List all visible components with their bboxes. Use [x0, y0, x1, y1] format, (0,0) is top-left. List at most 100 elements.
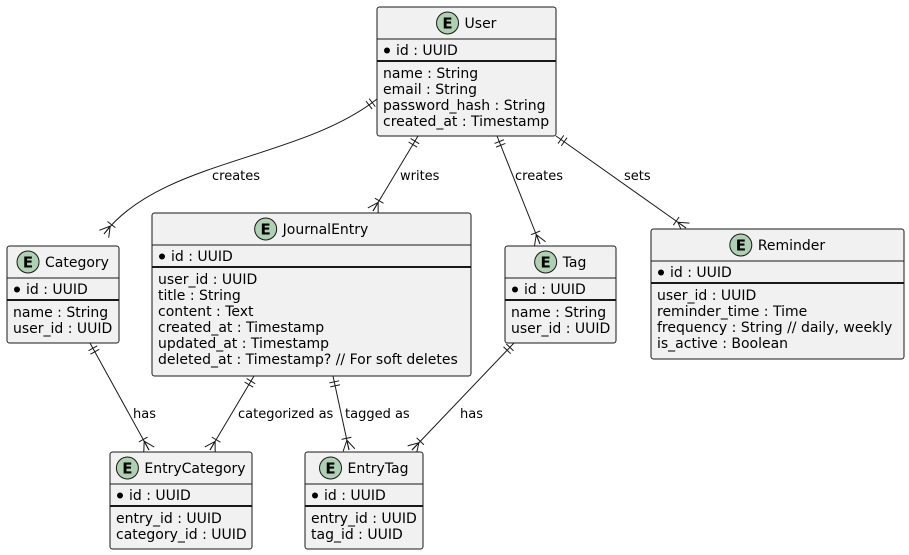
cardinality-exactly-one-icon	[408, 138, 420, 148]
relationship-labels: creates writes creates sets has categorized a…	[133, 169, 651, 422]
entity-reminder: E Reminder id : UUID user_id : UUIDreminder…	[650, 228, 905, 360]
relationship-label: writes	[400, 169, 440, 184]
cardinality-one-or-many-icon	[138, 436, 155, 453]
cardinality-one-or-many-icon	[341, 436, 356, 452]
entity-attribute: content : Text	[158, 304, 254, 320]
primary-key-bullet-icon	[117, 492, 123, 499]
entity-attribute: title : String	[158, 288, 241, 304]
entity-attribute: user_id : UUID	[158, 272, 257, 288]
cardinality-exactly-one-icon	[503, 343, 514, 355]
relationship-journal-entry-entry-tag	[329, 375, 356, 452]
primary-key-bullet-icon	[512, 286, 518, 293]
entity-badge-letter: E	[23, 254, 33, 272]
relationship-line	[209, 375, 255, 451]
relationship-line	[411, 342, 515, 451]
entity-name: JournalEntry	[282, 222, 369, 238]
entity-attribute: password_hash : String	[383, 98, 545, 114]
entity-primary-key: id : UUID	[670, 265, 732, 281]
cardinality-exactly-one-icon	[244, 378, 256, 388]
relationship-line	[89, 342, 150, 451]
entity-name: Category	[45, 255, 109, 271]
entity-entry-tag: E EntryTag id : UUID entry_id : UUIDtag_id …	[304, 451, 424, 550]
entity-attribute: created_at : Timestamp	[158, 320, 324, 336]
entity-entry-category: E EntryCategory id : UUID entry_id : UUIDca…	[109, 451, 253, 550]
entity-primary-key: id : UUID	[129, 488, 191, 504]
entity-primary-key: id : UUID	[396, 43, 458, 59]
entity-attribute: name : String	[13, 305, 108, 321]
relationship-user-tag	[494, 135, 546, 247]
relationship-journal-entry-entry-category	[204, 375, 256, 454]
primary-key-bullet-icon	[312, 492, 318, 499]
entity-primary-key: id : UUID	[26, 282, 88, 298]
entity-badge-icon	[115, 456, 139, 480]
entity-attribute: name : String	[383, 66, 478, 82]
cardinality-one-or-many-icon	[530, 230, 546, 247]
entity-attribute: created_at : Timestamp	[383, 114, 549, 130]
entity-badge-letter: E	[442, 15, 452, 33]
relationship-line	[555, 135, 687, 229]
cardinality-exactly-one-icon	[329, 380, 341, 388]
entity-attribute: is_active : Boolean	[657, 336, 788, 352]
relationship-line	[103, 98, 378, 235]
entity-attribute: reminder_time : Time	[657, 304, 807, 320]
entity-name: Tag	[562, 255, 587, 271]
relationship-label: creates	[212, 169, 260, 184]
entity-primary-key: id : UUID	[324, 488, 386, 504]
relationship-category-entry-category	[88, 342, 155, 453]
entity-journal-entry: E JournalEntry id : UUID user_id : UUIDtitl…	[151, 212, 472, 377]
entity-attribute: email : String	[383, 82, 477, 98]
entity-badge-icon	[254, 217, 278, 241]
cardinality-one-or-many-icon	[672, 216, 690, 234]
primary-key-bullet-icon	[384, 47, 390, 54]
entity-badge-letter: E	[261, 221, 271, 239]
entity-attribute: entry_id : UUID	[311, 511, 417, 527]
relationship-line	[372, 135, 419, 212]
primary-key-bullet-icon	[14, 286, 20, 293]
entity-name: EntryTag	[348, 461, 409, 477]
entity-badge-letter: E	[541, 254, 551, 272]
cardinality-one-or-many-icon	[367, 197, 384, 215]
entity-attribute: user_id : UUID	[13, 321, 112, 337]
relationship-tag-entry-tag	[407, 342, 515, 455]
relationship-label: categorized as	[238, 407, 334, 422]
entity-attribute: tag_id : UUID	[311, 527, 403, 543]
entity-attribute: name : String	[511, 305, 606, 321]
entity-name: EntryCategory	[144, 461, 245, 477]
relationship-label: has	[460, 407, 483, 422]
relationship-label: creates	[515, 169, 563, 184]
relationship-user-reminder	[555, 135, 690, 234]
entity-attribute: updated_at : Timestamp	[158, 336, 329, 352]
cardinality-exactly-one-icon	[88, 345, 100, 355]
entity-attribute: entry_id : UUID	[116, 511, 222, 527]
entity-attribute: user_id : UUID	[511, 321, 610, 337]
relationship-label: has	[133, 407, 156, 422]
entity-badge-letter: E	[325, 460, 335, 478]
entity-attribute: deleted_at : Timestamp? // For soft dele…	[158, 352, 458, 368]
entity-badge-letter: E	[736, 237, 746, 255]
relationship-label: tagged as	[345, 407, 410, 422]
entity-attribute: category_id : UUID	[116, 527, 247, 543]
entity-attribute: user_id : UUID	[657, 288, 756, 304]
cardinality-one-or-many-icon	[99, 221, 116, 238]
entity-badge-letter: E	[122, 460, 132, 478]
relationship-user-category	[99, 98, 378, 238]
primary-key-bullet-icon	[159, 253, 165, 260]
cardinality-exactly-one-icon	[557, 135, 568, 147]
relationship-label: sets	[624, 169, 651, 184]
entity-badge-icon	[729, 233, 753, 257]
entity-primary-key: id : UUID	[171, 249, 233, 265]
entity-badge-icon	[319, 456, 343, 480]
cardinality-exactly-one-icon	[365, 98, 376, 110]
entity-badge-icon	[16, 250, 40, 274]
entity-name: Reminder	[758, 238, 826, 254]
entity-attribute: frequency : String // daily, weekly	[657, 320, 892, 336]
relationship-lines	[88, 98, 690, 455]
relationship-line	[332, 375, 350, 451]
entity-primary-key: id : UUID	[524, 282, 586, 298]
